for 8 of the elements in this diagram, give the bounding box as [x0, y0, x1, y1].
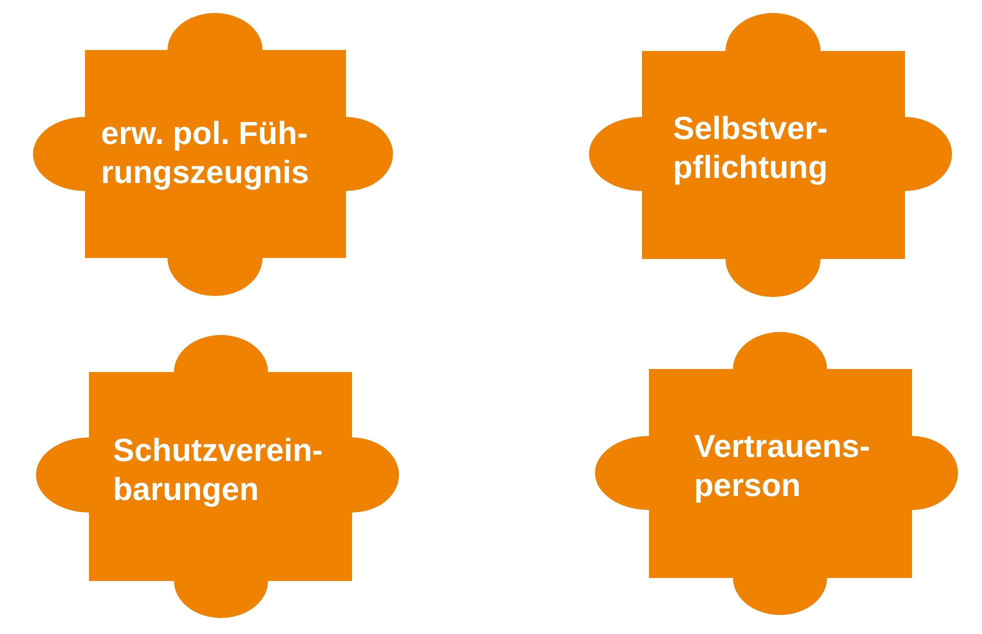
- puzzle-piece: [589, 13, 952, 297]
- piece-label: Schutzverein- barungen: [113, 431, 324, 509]
- piece-label: erw. pol. Füh- rungszeugnis: [101, 114, 310, 192]
- piece-label: Selbstver- pflichtung: [673, 109, 829, 187]
- piece-label: Vertrauens- person: [694, 427, 872, 505]
- puzzle-piece: [595, 332, 958, 615]
- puzzle-piece: [36, 335, 399, 618]
- puzzle-piece: [33, 13, 393, 296]
